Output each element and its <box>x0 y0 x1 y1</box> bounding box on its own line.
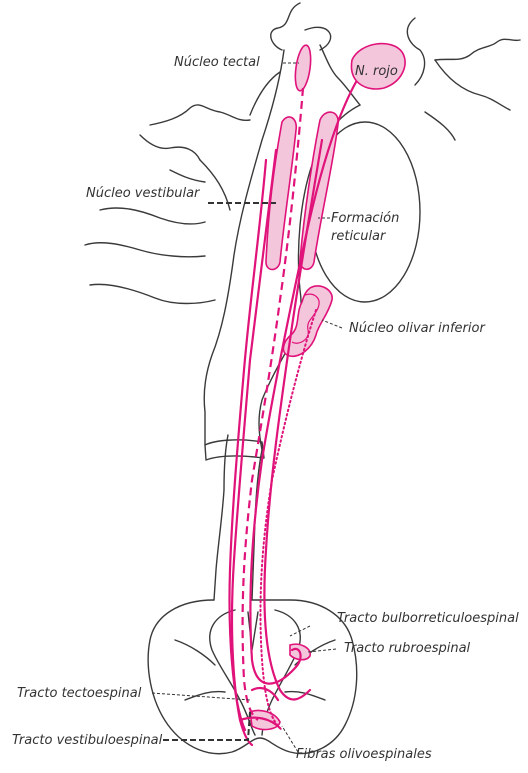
bulboreticulospinal-tract-label: Tracto bulborreticuloespinal <box>337 611 519 626</box>
tectal-nucleus-label: Núcleo tectal <box>174 55 260 70</box>
tectal-nucleus <box>293 44 313 92</box>
rubrospinal-tract-label: Tracto rubroespinal <box>344 641 470 656</box>
reticular-formation-label-1: Formación <box>331 211 399 226</box>
reticular-formation-label-2: reticular <box>331 229 385 244</box>
spinal-cord-section <box>148 600 357 754</box>
olivospinal-fibers-label: Fibras olivoespinales <box>296 747 432 762</box>
vestibulospinal-tract-label: Tracto vestibuloespinal <box>12 733 162 748</box>
inferior-olivary-nucleus <box>283 286 332 356</box>
tectospinal-tract-label: Tracto tectoespinal <box>17 686 141 701</box>
red-nucleus-label: N. rojo <box>355 64 398 79</box>
inferior-olivary-nucleus-label: Núcleo olivar inferior <box>349 321 485 336</box>
vestibular-nucleus-label: Núcleo vestibular <box>86 186 199 201</box>
